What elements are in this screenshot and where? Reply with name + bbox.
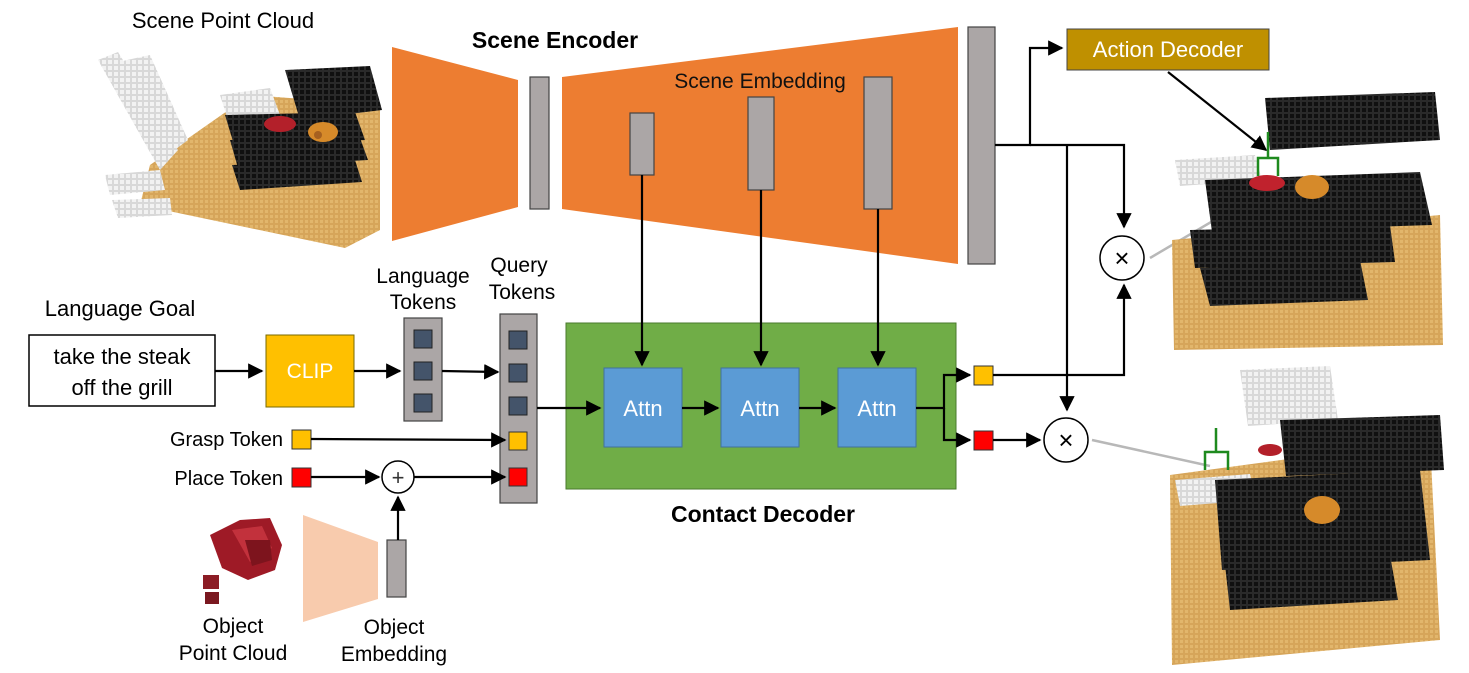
multiply-node-grasp-symbol: ×: [1114, 243, 1129, 273]
attn-block-1: [603, 367, 683, 448]
place-pointer-line: [1091, 438, 1211, 468]
scene-embedding-label: Scene Embedding: [674, 70, 846, 93]
scene-encoder-down-trapezoid: [392, 47, 518, 241]
query-place-token: [508, 467, 528, 487]
grasp-token-square: [291, 429, 312, 450]
attn-label-2: Attn: [740, 396, 779, 421]
language-goal-text-line2: off the grill: [71, 375, 172, 400]
query-token-1: [508, 330, 528, 350]
query-tokens-label-line1: Query: [490, 254, 548, 277]
attn-label-3: Attn: [857, 396, 896, 421]
contact-decoder-title: Contact Decoder: [671, 501, 855, 527]
clip-label: CLIP: [287, 360, 334, 383]
scene-feature-connectors: [995, 40, 1132, 412]
scene-embedding-bar-2: [747, 96, 775, 191]
place-result-image: [1170, 366, 1444, 665]
scene-encoder-title: Scene Encoder: [472, 27, 638, 53]
object-point-cloud-label-line2: Point Cloud: [179, 642, 288, 665]
grasp-token-arrow: [310, 432, 507, 448]
language-token-1: [413, 329, 433, 349]
scene-point-cloud-label: Scene Point Cloud: [132, 8, 314, 33]
attn-block-3: [837, 367, 917, 448]
language-goal-text-line1: take the steak: [54, 344, 192, 369]
action-decoder-box: [1066, 28, 1270, 71]
object-point-cloud-image: [203, 518, 282, 604]
scene-feature-bar: [967, 26, 996, 265]
query-tokens-label-line2: Tokens: [489, 281, 556, 304]
output-connectors: [993, 283, 1132, 448]
clip-encoder-box: [265, 334, 355, 408]
multiply-node-grasp-icon: [1099, 235, 1145, 281]
language-tokens-label-line1: Language: [376, 265, 469, 288]
attn-block-2: [720, 367, 800, 448]
add-node-symbol: +: [392, 465, 405, 490]
query-grasp-token: [508, 431, 528, 451]
grasp-token-label: Grasp Token: [170, 429, 283, 451]
multiply-node-place-icon: [1043, 417, 1089, 463]
object-embedding-label-line2: Embedding: [341, 643, 447, 666]
object-encoder-trapezoid: [303, 515, 378, 622]
action-decoder-to-grasp-arrow: [1167, 71, 1268, 151]
object-point-cloud-label-line1: Object: [203, 615, 264, 638]
query-token-3: [508, 396, 528, 416]
place-token-square: [291, 467, 312, 488]
action-decoder-label: Action Decoder: [1093, 37, 1243, 62]
attn-label-1: Attn: [623, 396, 662, 421]
output-place-token: [973, 430, 994, 451]
output-grasp-token: [973, 365, 994, 386]
language-tokens-label-line2: Tokens: [390, 291, 457, 314]
language-token-3: [413, 393, 433, 413]
language-to-query-arrow: [441, 364, 500, 380]
scene-embedding-bar-3: [863, 76, 893, 210]
object-embedding-label-line1: Object: [364, 616, 425, 639]
attn-connectors: [634, 175, 972, 448]
scene-point-cloud-image: [98, 52, 382, 248]
scene-bottleneck-bar: [529, 76, 550, 210]
query-token-2: [508, 363, 528, 383]
scene-embedding-bar-1: [629, 112, 655, 176]
multiply-node-place-symbol: ×: [1058, 425, 1073, 455]
object-embedding-bar: [386, 539, 407, 598]
language-token-2: [413, 361, 433, 381]
grasp-result-image: [1172, 92, 1443, 350]
place-token-label: Place Token: [174, 468, 283, 490]
language-goal-label: Language Goal: [45, 296, 195, 321]
